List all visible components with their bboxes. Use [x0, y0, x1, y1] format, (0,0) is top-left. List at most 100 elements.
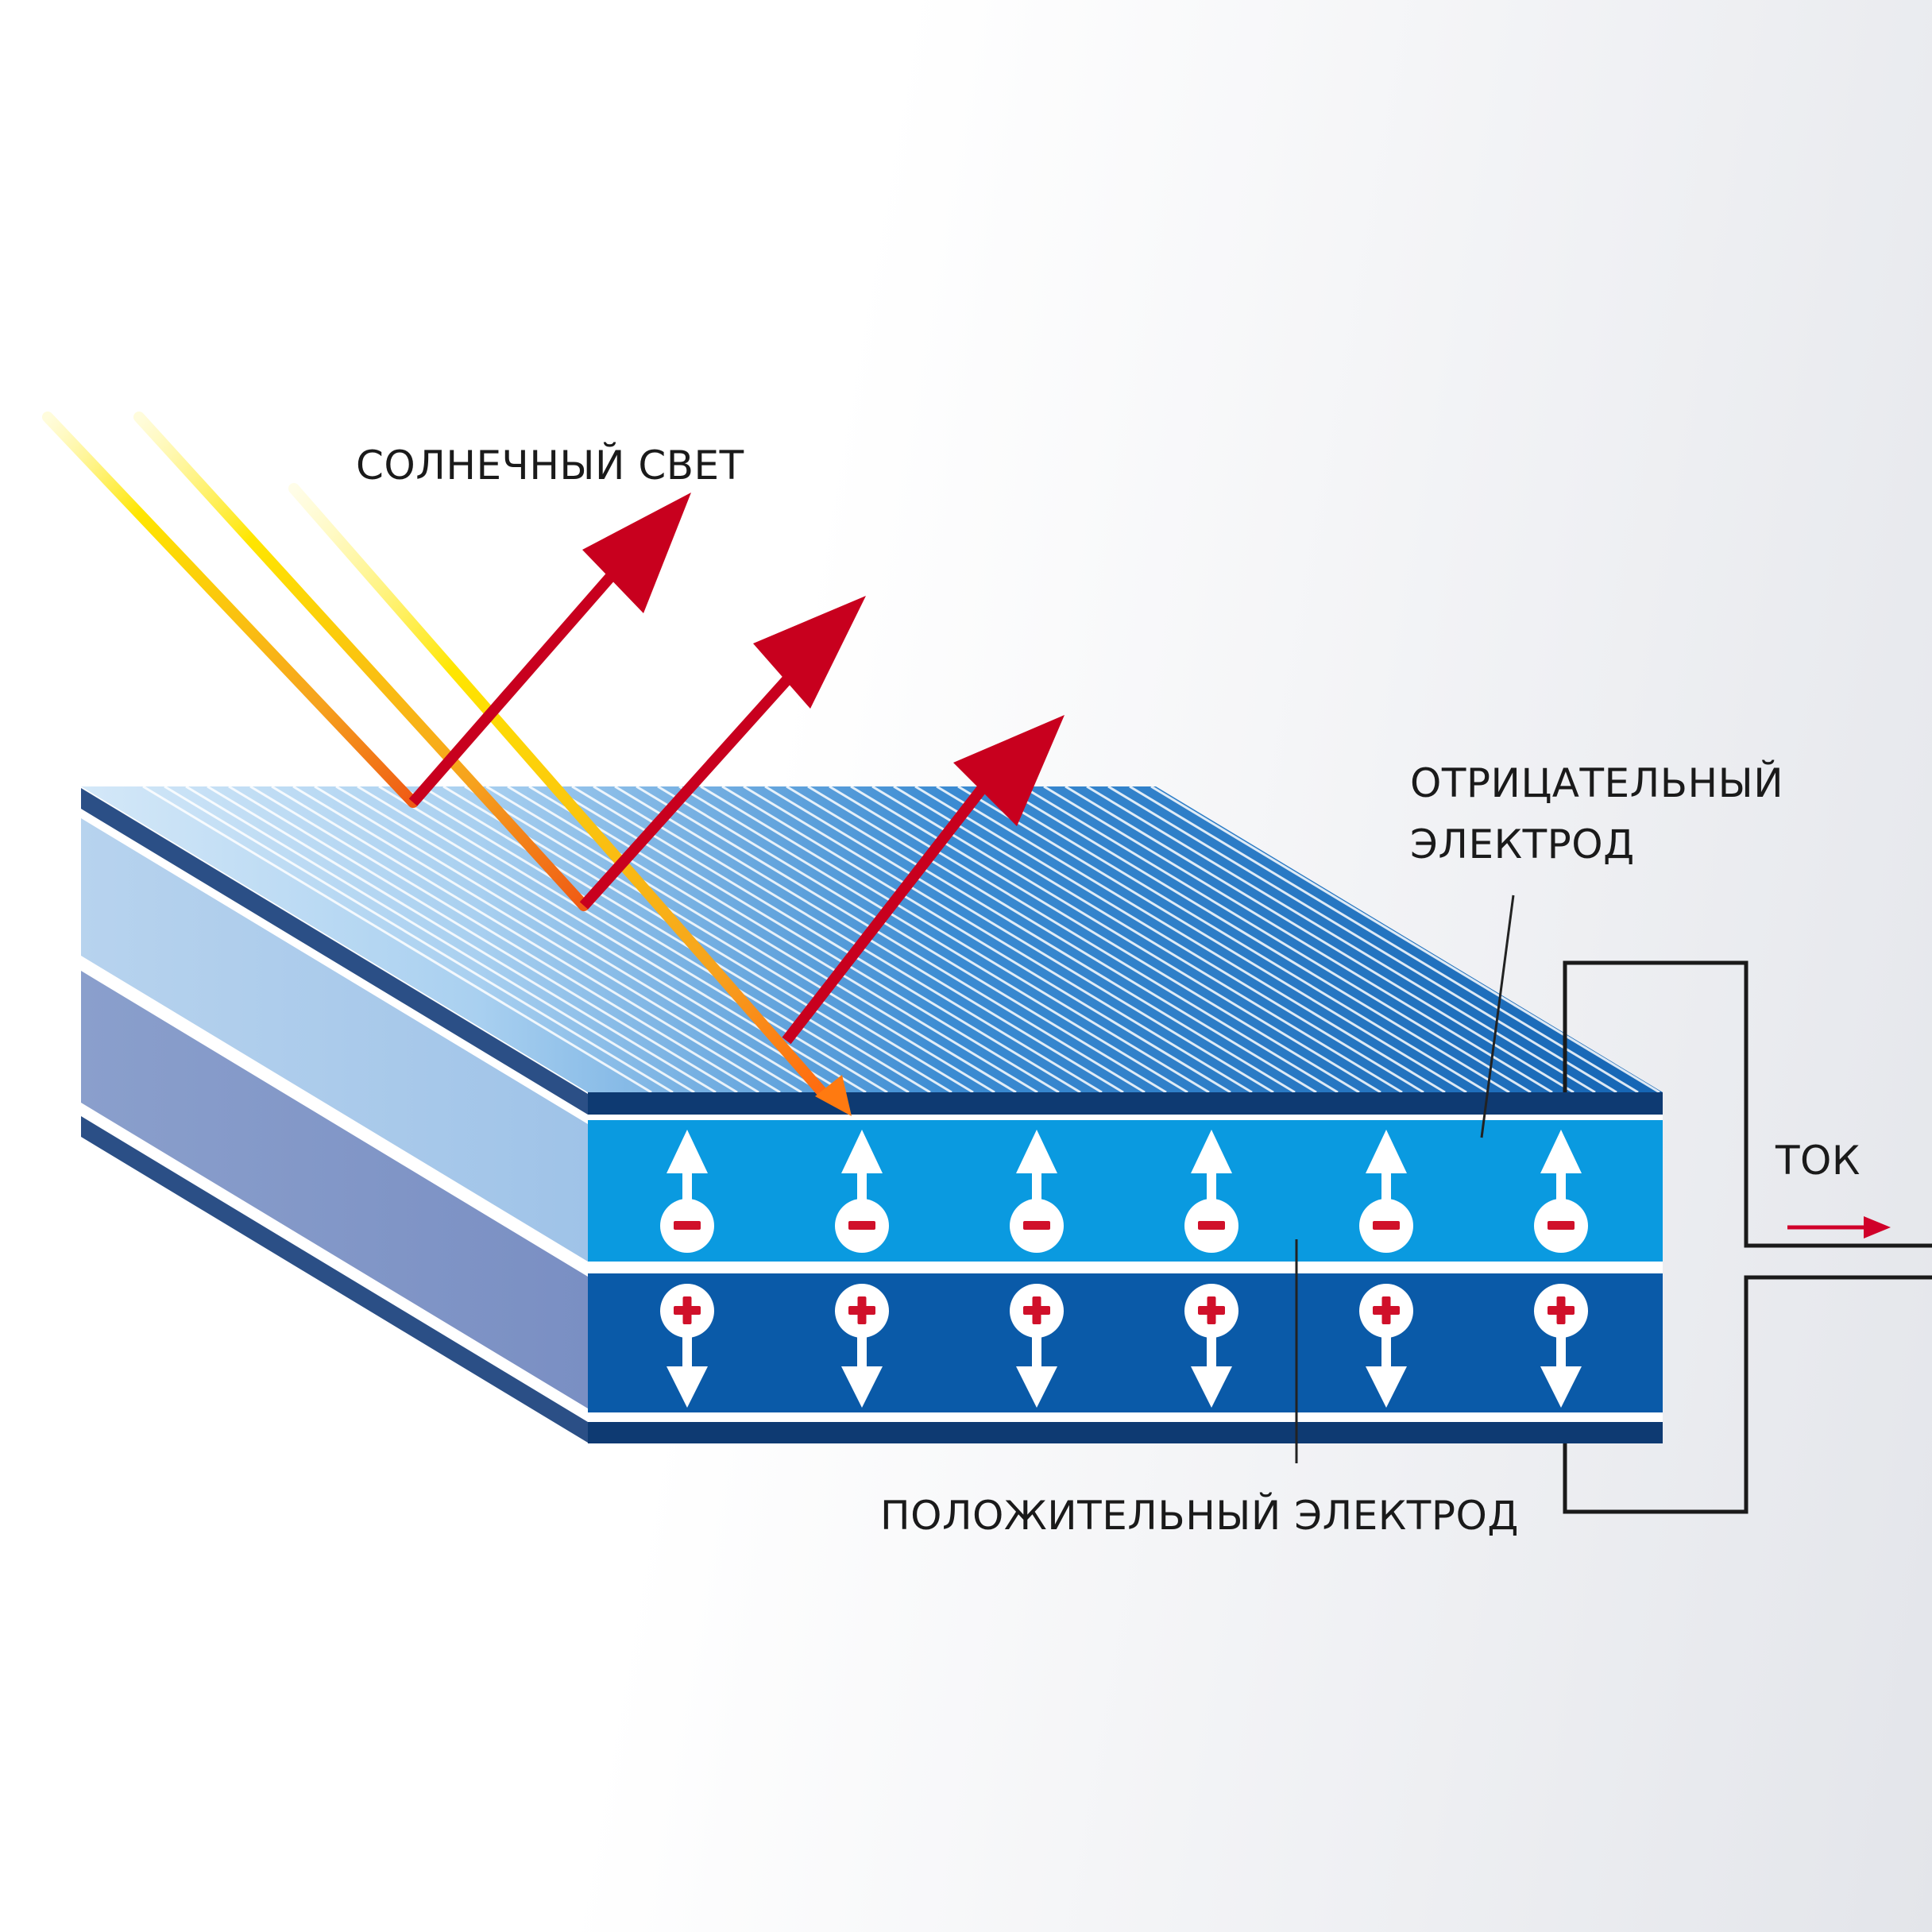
surface-stripe [979, 786, 1489, 1092]
reflected-arrowhead-3 [953, 715, 1065, 826]
sun-ray-2 [133, 412, 589, 911]
circuit-wire-bottom [1563, 1275, 1932, 1514]
negative-electrode-label-line2: ЭЛЕКТРОД [1410, 821, 1635, 867]
current-arrowhead [1864, 1216, 1891, 1238]
electron-charge [1359, 1130, 1413, 1253]
current-arrow [1787, 1216, 1891, 1238]
hole-charge [1534, 1284, 1588, 1408]
surface-stripe [1107, 786, 1617, 1092]
electron-charge [1184, 1130, 1238, 1253]
up-arrow-icon [841, 1130, 883, 1173]
electron-charge [1010, 1130, 1064, 1253]
electron-charge [835, 1130, 889, 1253]
surface-stripe [164, 786, 674, 1092]
surface-stripe [1086, 786, 1596, 1092]
down-arrow-icon [1366, 1366, 1407, 1408]
reflected-ray-arrowheads [582, 493, 1065, 826]
reflected-arrowhead-2 [753, 596, 866, 709]
surface-stripe [764, 786, 1274, 1092]
surface-stripe [657, 786, 1167, 1092]
surface-stripe [829, 786, 1339, 1092]
up-arrow-icon [1016, 1130, 1057, 1173]
surface-stripe [1644, 786, 1663, 1092]
positive-layer [588, 1273, 1663, 1412]
surface-stripe [1150, 786, 1660, 1092]
negative-layer [588, 1120, 1663, 1262]
minus-sign-icon [674, 1221, 701, 1230]
surface-stripe [421, 786, 931, 1092]
minus-sign-icon [1548, 1221, 1575, 1230]
surface-stripe [593, 786, 1103, 1092]
charges-group [660, 1130, 1588, 1408]
surface-stripe [957, 786, 1467, 1092]
surface-stripe [936, 786, 1446, 1092]
hole-charge [660, 1284, 714, 1408]
surface-stripe [850, 786, 1360, 1092]
reflected-ray-3 [782, 760, 1006, 1045]
reflected-ray-1 [408, 544, 640, 806]
down-arrow-icon [1016, 1366, 1057, 1408]
surface-stripe [721, 786, 1231, 1092]
negative-electrode-stripe [588, 1092, 1663, 1115]
external-circuit [1563, 960, 1932, 1514]
minus-sign-icon [1198, 1221, 1225, 1230]
surface-stripe [335, 786, 845, 1092]
surface-stripe [485, 786, 995, 1092]
surface-stripe [1065, 786, 1575, 1092]
positive-electrode-label: ПОЛОЖИТЕЛЬНЫЙ ЭЛЕКТРОД [880, 1492, 1519, 1539]
surface-stripe [1601, 786, 1663, 1092]
surface-stripe [871, 786, 1381, 1092]
surface-stripe [464, 786, 974, 1092]
surface-stripe [378, 786, 888, 1092]
circuit-wire-top [1563, 960, 1932, 1248]
up-arrow-icon [1191, 1130, 1232, 1173]
surface-stripe [1730, 786, 1932, 1092]
minus-sign-icon [1373, 1221, 1400, 1230]
surface-stripe [786, 786, 1296, 1092]
minus-sign-icon [848, 1221, 875, 1230]
surface-stripe [1043, 786, 1553, 1092]
front-face [588, 1092, 1663, 1443]
minus-sign-icon [1023, 1221, 1050, 1230]
surface-stripe [142, 786, 652, 1092]
surface-stripe [400, 786, 910, 1092]
down-arrow-icon [1191, 1366, 1232, 1408]
surface-stripe [249, 786, 759, 1092]
sun-ray-3-arrowhead [815, 1075, 852, 1116]
surface-stripe [1000, 786, 1510, 1092]
surface-stripe [550, 786, 1060, 1092]
side-bottom-stripe [81, 1116, 588, 1443]
electron-charge [1534, 1130, 1588, 1253]
plus-sign-icon [1198, 1296, 1225, 1324]
surface-stripe [1129, 786, 1639, 1092]
hole-charge [1010, 1284, 1064, 1408]
surface-stripe [1022, 786, 1532, 1092]
surface-stripe [271, 786, 781, 1092]
up-arrow-icon [1366, 1130, 1407, 1173]
down-arrow-icon [841, 1366, 883, 1408]
current-label: ТОК [1775, 1138, 1861, 1184]
negative-electrode-label-line1: ОТРИЦАТЕЛЬНЫЙ [1410, 759, 1783, 806]
surface-stripe [893, 786, 1403, 1092]
surface-stripe [571, 786, 1081, 1092]
surface-stripe [743, 786, 1253, 1092]
surface-stripe [1687, 786, 1932, 1092]
plus-sign-icon [674, 1296, 701, 1324]
negative-leader-line [1480, 895, 1515, 1138]
up-arrow-icon [1540, 1130, 1582, 1173]
electron-charge [660, 1130, 714, 1253]
plus-sign-icon [848, 1296, 875, 1324]
surface-stripe [700, 786, 1210, 1092]
surface-stripe [807, 786, 1317, 1092]
surface-stripe [1709, 786, 1932, 1092]
positive-electrode-stripe [588, 1422, 1663, 1443]
side-top-stripe [81, 788, 588, 1115]
surface-stripe [314, 786, 824, 1092]
surface-stripe [207, 786, 717, 1092]
surface-stripe [1622, 786, 1663, 1092]
reflected-ray-2 [579, 641, 823, 910]
side-face [81, 786, 588, 1443]
surface-stripe [914, 786, 1424, 1092]
sun-ray-3 [288, 483, 828, 1098]
hole-charge [835, 1284, 889, 1408]
